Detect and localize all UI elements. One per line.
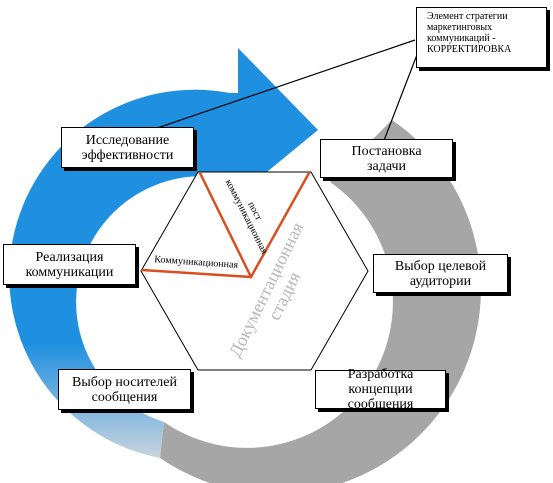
stage-research-box: Исследование эффективности — [61, 127, 194, 168]
postcomm-left-line — [198, 171, 253, 279]
stage-divider-lines — [140, 171, 311, 279]
stage-audience-box: Выбор целевой аудитории — [373, 254, 508, 293]
stage-task-box: Постановка задачи — [320, 139, 453, 178]
stage-concept-box: Разработка концепции сообщения — [315, 367, 446, 412]
postcomm-right-line — [249, 171, 311, 279]
stage-carrier-box: Выбор носителей сообщения — [58, 369, 191, 410]
note-callout-line-right — [382, 46, 421, 144]
stage-realization-box: Реализация коммуникации — [3, 244, 136, 285]
correction-note: Элемент стратегии маркетинговых коммуник… — [416, 7, 547, 68]
note-callout-line-left — [127, 39, 416, 139]
comm-base-line — [140, 268, 253, 279]
